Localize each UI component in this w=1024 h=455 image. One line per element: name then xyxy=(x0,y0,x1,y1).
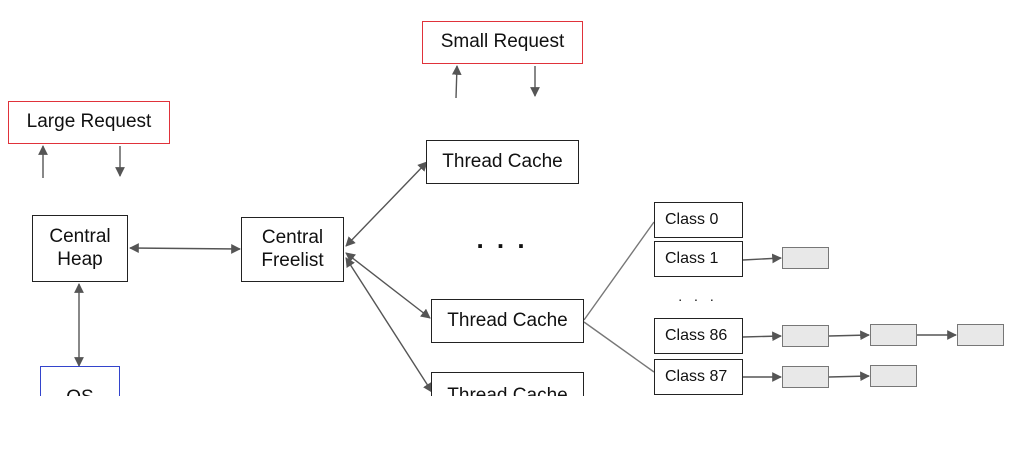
os-box: OS xyxy=(40,366,120,396)
small-request-label: Small Request xyxy=(440,31,565,53)
class-86-label: Class 86 xyxy=(665,327,728,345)
thread-cache-box-1: Thread Cache xyxy=(426,140,579,184)
line-thread-cache-class-87 xyxy=(583,321,655,373)
thread-cache-label-2: Thread Cache xyxy=(447,309,568,331)
class-0-box: Class 0 xyxy=(654,202,743,238)
arrow-class-87-span-2 xyxy=(828,371,870,382)
span-node-class-86-3 xyxy=(957,324,1004,346)
class-86-box: Class 86 xyxy=(654,318,743,354)
span-node-class-86-1 xyxy=(782,325,829,347)
large-request-label: Large Request xyxy=(26,111,152,133)
class-0-label: Class 0 xyxy=(665,211,719,229)
span-node-class-87-1 xyxy=(782,366,829,388)
thread-cache-label-1: Thread Cache xyxy=(442,150,563,172)
arrow-freelist-thread-cache-3 xyxy=(345,257,433,393)
small-request-box: Small Request xyxy=(422,21,583,64)
central-heap-box: Central Heap xyxy=(32,215,128,282)
thread-cache-box-3: Thread Cache xyxy=(431,372,584,396)
arrow-class-86-span-2 xyxy=(828,330,870,341)
large-request-box: Large Request xyxy=(8,101,170,144)
central-freelist-box: Central Freelist xyxy=(241,217,344,282)
arrow-class-86-span-1 xyxy=(742,331,782,342)
thread-cache-ellipsis: . . . xyxy=(476,224,528,254)
diagram-connectors xyxy=(38,65,957,393)
class-ellipsis: . . . xyxy=(678,288,718,304)
line-thread-cache-class-0 xyxy=(583,221,655,321)
arrow-freelist-thread-cache-2 xyxy=(345,252,431,319)
arrow-heap-freelist xyxy=(129,243,241,254)
os-label: OS xyxy=(66,387,93,396)
class-1-label: Class 1 xyxy=(665,250,719,268)
class-87-label: Class 87 xyxy=(665,368,728,386)
thread-cache-label-3: Thread Cache xyxy=(447,385,568,396)
class-87-box: Class 87 xyxy=(654,359,743,395)
span-node-class-1-1 xyxy=(782,247,829,269)
thread-cache-box-2: Thread Cache xyxy=(431,299,584,343)
span-node-class-86-2 xyxy=(870,324,917,346)
arrow-class-1-span xyxy=(742,253,782,264)
arrow-small-request-up xyxy=(451,65,462,99)
central-heap-label: Central Heap xyxy=(49,225,111,270)
span-node-class-87-2 xyxy=(870,365,917,387)
class-1-box: Class 1 xyxy=(654,241,743,277)
arrow-freelist-thread-cache-1 xyxy=(345,161,428,247)
central-freelist-label: Central Freelist xyxy=(261,226,324,271)
